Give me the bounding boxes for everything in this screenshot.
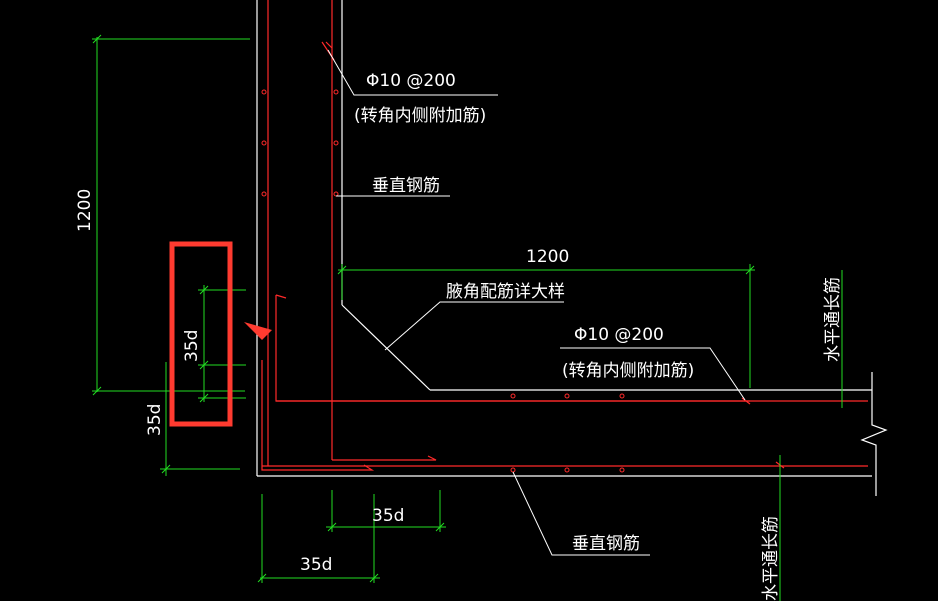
corner-hook-top	[275, 294, 287, 299]
tick	[745, 265, 755, 275]
tick	[337, 265, 347, 275]
rebars	[261, 0, 868, 471]
hook-right-top	[741, 397, 751, 405]
rebar-dot	[619, 393, 625, 399]
rebar-note-top: (转角内侧附加筋)	[354, 106, 486, 126]
leader-vertical-rebar-bottom	[512, 471, 650, 556]
rebar-dot	[333, 89, 339, 95]
tick	[199, 393, 209, 403]
tick	[161, 464, 171, 474]
vertical-rebar-bottom-label: 垂直钢筋	[572, 534, 640, 554]
horizontal-rebar-bottom-label: 水平通长筋	[761, 516, 781, 601]
haunch-detail-label: 腋角配筋详大样	[446, 282, 565, 302]
highlight-box	[169, 241, 233, 427]
rebar-dot	[564, 393, 570, 399]
rebar-dot	[564, 467, 570, 473]
dim-35d-left-text: 35d	[145, 404, 165, 436]
outer-bend-rebar	[261, 360, 375, 471]
leader-haunch-detail	[384, 301, 564, 351]
tick	[199, 360, 209, 370]
leader-lines	[327, 49, 746, 556]
break-symbol	[860, 372, 888, 496]
dim-left-1200-text: 1200	[75, 189, 95, 232]
horizontal-rebar-right-label: 水平通长筋	[823, 277, 843, 362]
haunch-rebar	[325, 41, 333, 49]
tick	[92, 386, 102, 396]
rebar-spec-top: Φ10 @200	[366, 71, 456, 91]
rebar-dot	[261, 140, 267, 146]
rebar-dot	[510, 393, 516, 399]
tick	[92, 34, 102, 44]
tick	[257, 573, 267, 583]
dim-35d-bottom-outer-text: 35d	[300, 555, 332, 575]
rebar-dot	[333, 140, 339, 146]
dim-top-1200-text: 1200	[526, 247, 569, 267]
dim-35d-bottom-inner-text: 35d	[372, 506, 404, 526]
rebar-dot	[510, 467, 516, 473]
rebar-dot	[261, 89, 267, 95]
rebar-dot	[333, 191, 339, 197]
tick	[327, 522, 337, 532]
tick	[199, 285, 209, 295]
pointer-arrow	[244, 322, 272, 340]
haunch-edge	[341, 304, 431, 391]
leader-rebar-spec-top	[327, 49, 498, 96]
dim-35d-highlight-text: 35d	[182, 330, 202, 362]
vertical-rebar-top-label: 垂直钢筋	[372, 176, 440, 196]
rebar-spec-mid: Φ10 @200	[574, 325, 664, 345]
leader-rebar-spec-mid	[560, 347, 746, 401]
tick	[369, 573, 379, 583]
inner-bend-rebar	[332, 455, 437, 461]
rebar-dot	[261, 191, 267, 197]
wall-outline	[256, 0, 888, 496]
corner-additional-rebar-vertical	[275, 295, 750, 402]
dimension-lines	[92, 34, 843, 601]
rebar-note-mid: (转角内侧附加筋)	[562, 361, 694, 381]
rebar-dot	[619, 467, 625, 473]
tick	[435, 522, 445, 532]
rebar-dots	[261, 89, 625, 473]
